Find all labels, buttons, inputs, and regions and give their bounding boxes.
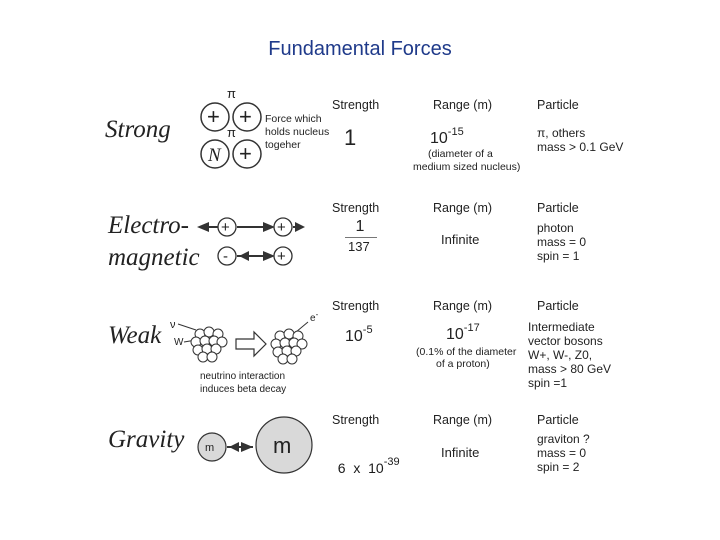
- weak-range-note-2: of a proton): [436, 358, 490, 370]
- weak-range-note-1: (0.1% of the diameter: [416, 346, 516, 358]
- charge-plus: +: [277, 248, 286, 265]
- particle-header: Particle: [537, 299, 579, 313]
- range-header: Range (m): [433, 413, 492, 427]
- strong-range-note-1: (diameter of a: [428, 148, 493, 160]
- gravity-range: Infinite: [441, 446, 479, 460]
- weak-strength-base: 10: [345, 328, 363, 345]
- transition-arrow: [236, 332, 266, 356]
- weak-strength: 10-5: [345, 328, 373, 346]
- proton-plus: +: [239, 141, 252, 166]
- em-strength-denominator: 137: [348, 240, 370, 254]
- em-strength-fraction-bar: [345, 237, 377, 238]
- gravity-strength: 6 x 10-39: [330, 444, 400, 476]
- range-header: Range (m): [433, 98, 492, 112]
- strong-diagram: π + + π N + Force which holds nucleus to…: [195, 85, 335, 175]
- charge-plus: +: [277, 219, 286, 236]
- proton-plus: +: [207, 104, 220, 129]
- charge-minus: -: [223, 248, 228, 265]
- strength-header: Strength: [332, 201, 379, 215]
- large-mass-label: m: [273, 433, 291, 458]
- strong-range-exp: -15: [448, 126, 464, 138]
- particle-header: Particle: [537, 98, 579, 112]
- w-label: W: [174, 337, 184, 348]
- em-range: Infinite: [441, 233, 479, 247]
- nucleus-right: [271, 329, 307, 364]
- gravity-particle-line-2: mass = 0: [537, 446, 590, 460]
- range-header: Range (m): [433, 299, 492, 313]
- arrow-head: [239, 251, 249, 261]
- electron-line: [296, 322, 308, 332]
- strong-range-base: 10: [430, 130, 448, 147]
- strength-header: Strength: [332, 413, 379, 427]
- particle-header: Particle: [537, 201, 579, 215]
- weak-diagram: ν W e- neutrino interaction induces: [170, 312, 330, 396]
- gravity-diagram: m m: [195, 415, 330, 475]
- strength-header: Strength: [332, 299, 379, 313]
- strong-note-line-3: togeher: [265, 139, 301, 151]
- weak-note-line-2: induces beta decay: [200, 384, 286, 395]
- strong-note-line-1: Force which: [265, 113, 322, 125]
- weak-range-base: 10: [446, 326, 464, 343]
- weak-particle-line-1: Intermediate: [528, 320, 611, 334]
- range-header: Range (m): [433, 201, 492, 215]
- electron-label: e-: [310, 312, 319, 324]
- page-title: Fundamental Forces: [0, 38, 720, 61]
- weak-particle-line-3: W+, W-, Z0,: [528, 348, 611, 362]
- gravity-particle-line-1: graviton ?: [537, 432, 590, 446]
- small-mass-label: m: [205, 442, 214, 454]
- strong-particle: π, others mass > 0.1 GeV: [537, 126, 623, 154]
- neutrino-label: ν: [170, 319, 176, 331]
- strong-particle-line-2: mass > 0.1 GeV: [537, 140, 623, 154]
- strong-range-note-2: medium sized nucleus): [413, 161, 520, 173]
- neutron-n: N: [207, 145, 222, 166]
- arrow-head: [263, 222, 275, 232]
- proton-plus: +: [239, 104, 252, 129]
- charge-plus: +: [221, 219, 230, 236]
- strong-particle-line-1: π, others: [537, 126, 623, 140]
- gravity-strength-exp: -39: [384, 456, 400, 468]
- neutrino-line: [178, 324, 196, 330]
- force-name-weak: Weak: [108, 322, 161, 350]
- pi-symbol-top: π: [227, 86, 236, 101]
- em-particle-line-1: photon: [537, 221, 586, 235]
- weak-range: 10-17: [446, 326, 480, 344]
- weak-particle-line-4: mass > 80 GeV: [528, 362, 611, 376]
- force-name-electromagnetic-2: magnetic: [108, 244, 200, 272]
- em-strength-numerator: 1: [350, 218, 370, 236]
- weak-particle: Intermediate vector bosons W+, W-, Z0, m…: [528, 320, 611, 390]
- force-name-gravity: Gravity: [108, 426, 184, 454]
- strong-strength: 1: [344, 125, 356, 151]
- arrow-head: [197, 222, 209, 232]
- nucleus-left: [191, 327, 227, 362]
- arrow-head: [263, 251, 275, 261]
- weak-particle-line-2: vector bosons: [528, 334, 611, 348]
- weak-range-exp: -17: [464, 322, 480, 334]
- arrow-head: [295, 222, 305, 232]
- strong-note-line-2: holds nucleus: [265, 126, 329, 138]
- pi-symbol-mid: π: [227, 125, 236, 140]
- arrow-head: [229, 442, 239, 452]
- gravity-strength-coef: 6 x 10: [338, 460, 384, 476]
- weak-strength-exp: -5: [363, 324, 373, 336]
- strength-header: Strength: [332, 98, 379, 112]
- electromagnetic-diagram: + + - +: [195, 212, 305, 272]
- em-particle: photon mass = 0 spin = 1: [537, 221, 586, 263]
- weak-particle-line-5: spin =1: [528, 376, 611, 390]
- em-particle-line-3: spin = 1: [537, 249, 586, 263]
- gravity-particle-line-3: spin = 2: [537, 460, 590, 474]
- em-particle-line-2: mass = 0: [537, 235, 586, 249]
- gravity-particle: graviton ? mass = 0 spin = 2: [537, 432, 590, 474]
- strong-range: 10-15: [430, 130, 464, 148]
- weak-note-line-1: neutrino interaction: [200, 371, 285, 382]
- force-name-electromagnetic-1: Electro-: [108, 212, 189, 240]
- particle-header: Particle: [537, 413, 579, 427]
- force-name-strong: Strong: [105, 116, 171, 144]
